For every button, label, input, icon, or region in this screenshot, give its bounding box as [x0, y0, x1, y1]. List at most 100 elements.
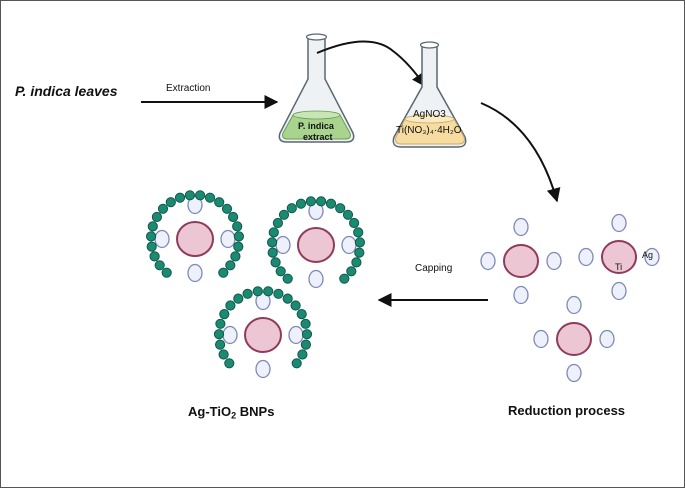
capping-bead — [297, 349, 308, 360]
ag-particle — [275, 235, 291, 255]
capping-bead — [301, 329, 313, 340]
ti-salt-label: Ti(NO₃)₄·4H₂O — [396, 125, 462, 136]
leaves-label: P. indica leaves — [15, 83, 118, 99]
capping-bead — [214, 197, 225, 208]
capping-bead — [316, 196, 327, 207]
capping-bead — [228, 211, 239, 223]
capping-bead — [295, 198, 307, 209]
ag-particle — [341, 235, 357, 255]
extraction-label: Extraction — [166, 83, 211, 94]
tio2-core — [176, 221, 214, 257]
capping-bead — [146, 241, 157, 252]
capping-bead — [354, 247, 365, 258]
capping-bead — [342, 209, 354, 220]
capping-bead — [268, 227, 279, 238]
capping-bead — [213, 329, 225, 340]
capping-shell — [213, 286, 313, 369]
ag-particle — [480, 251, 496, 271]
product-label: Ag-TiO2 BNPs — [188, 405, 274, 420]
ag-particle — [288, 325, 304, 345]
ti-label: Ti — [615, 262, 623, 272]
capping-bead — [233, 231, 244, 242]
tio2-core — [297, 227, 335, 263]
capping-bead — [225, 300, 236, 311]
capping-bead — [335, 203, 346, 214]
ag-particle — [566, 295, 582, 315]
capping-bead — [165, 197, 176, 208]
capping-bead — [218, 349, 229, 360]
capping-bead — [146, 231, 157, 242]
capping-shell — [267, 196, 365, 284]
nanoparticle — [154, 195, 236, 283]
extract-liquid — [282, 114, 351, 140]
product-label-subscript: 2 — [231, 410, 237, 421]
product-label-suffix: BNPs — [236, 404, 275, 419]
capping-bead — [184, 190, 195, 201]
product-label-prefix: Ag-TiO — [188, 404, 232, 419]
ag-particle — [533, 329, 549, 349]
capping-bead — [151, 211, 162, 223]
ag-particle — [308, 269, 324, 289]
tio2-core — [556, 322, 592, 356]
capping-bead — [154, 260, 165, 271]
capping-bead — [147, 221, 158, 232]
capping-bead — [282, 273, 293, 284]
capping-bead — [219, 309, 230, 320]
ag-particle — [187, 263, 203, 283]
capping-bead — [354, 237, 365, 248]
salt-liquid — [395, 118, 465, 145]
ag-particle — [255, 291, 271, 311]
ag-label: Ag — [642, 250, 654, 260]
capping-bead — [290, 300, 301, 311]
capping-bead — [263, 286, 274, 297]
ag-particle — [578, 247, 594, 267]
capping-label: Capping — [415, 263, 453, 274]
capping-bead — [195, 190, 206, 201]
capping-bead — [278, 209, 290, 220]
capping-bead — [325, 198, 337, 209]
capping-bead — [273, 288, 284, 299]
capping-bead — [339, 273, 350, 284]
capping-bead — [353, 227, 364, 238]
capping-bead — [346, 266, 357, 277]
capping-bead — [230, 251, 241, 262]
capping-bead — [296, 309, 307, 320]
extract-label-line2: extract — [303, 132, 333, 142]
ag-particle — [611, 281, 627, 301]
ag-particle — [599, 329, 615, 349]
capping-bead — [305, 196, 316, 207]
capping-bead — [252, 286, 263, 297]
capping-bead — [291, 358, 302, 369]
capping-bead — [225, 260, 236, 271]
ag-particle — [187, 195, 203, 215]
extract-label-line1: P. indica — [298, 121, 334, 131]
capping-bead — [232, 221, 243, 232]
ag-particle — [644, 247, 660, 267]
reduction-label: Reduction process — [508, 403, 626, 418]
capping-bead — [272, 217, 283, 229]
capping-bead — [157, 203, 169, 214]
capping-bead — [215, 318, 226, 329]
capping-bead — [224, 358, 235, 369]
extract-flask — [278, 33, 355, 143]
capping-bead — [174, 192, 186, 203]
salt-flask — [392, 41, 467, 148]
ag-particle — [255, 359, 271, 379]
capping-bead — [300, 318, 311, 329]
ag-particle — [566, 363, 582, 383]
capping-bead — [267, 237, 278, 248]
ag-particle — [513, 217, 529, 237]
capping-bead — [215, 339, 226, 350]
capping-bead — [218, 267, 229, 278]
capping-bead — [242, 288, 253, 299]
ag-particle — [308, 201, 324, 221]
capping-bead — [351, 257, 362, 268]
capping-shell — [146, 190, 244, 278]
reaction-arrow — [480, 102, 561, 203]
capping-bead — [270, 257, 281, 268]
capping-bead — [286, 203, 297, 214]
capping-bead — [233, 293, 244, 304]
capping-bead — [275, 266, 286, 277]
